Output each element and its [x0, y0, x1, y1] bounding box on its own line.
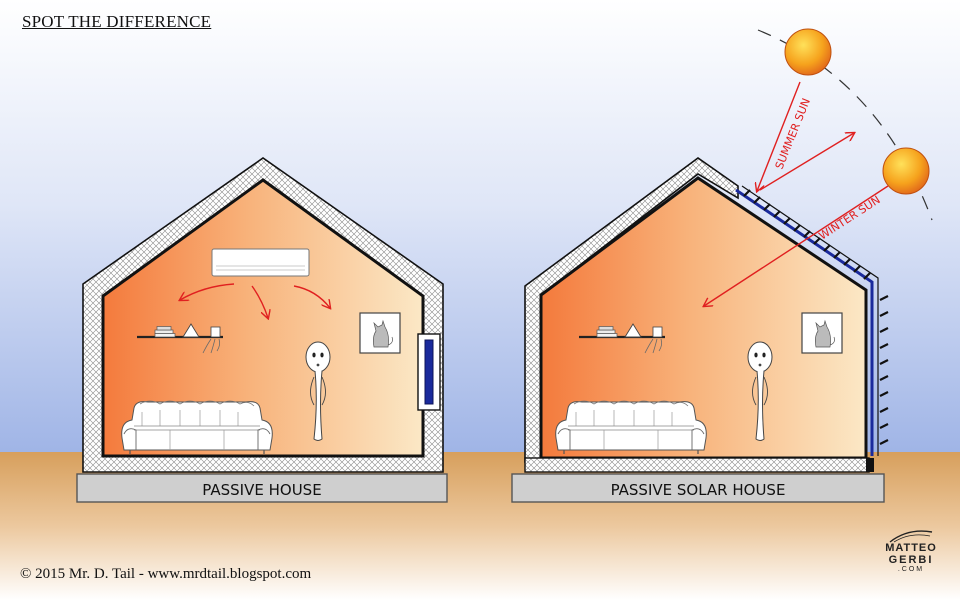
ac-airflow-arrow [293, 285, 330, 308]
summer-sun-ray-reflected [759, 133, 854, 191]
sofa-icon [555, 400, 707, 455]
passive-solar-house: PASSIVE SOLAR HOUSE [511, 157, 889, 503]
winter-sun-ray [704, 185, 889, 306]
summer-sun-icon [784, 28, 832, 76]
house1-window-glass [424, 339, 434, 405]
air-conditioner-icon [211, 248, 310, 277]
house2-glazing-frame [741, 185, 879, 456]
house2-shading-fins [743, 189, 871, 280]
summer-sun-ray-in [757, 81, 801, 191]
logo-line-3: .COM [897, 566, 925, 573]
sofa-icon [121, 400, 273, 455]
cat-picture-icon [801, 312, 843, 354]
house2-foundation [511, 473, 885, 503]
logo-line-1: MATTEO [885, 542, 937, 554]
page-title: SPOT THE DIFFERENCE [22, 12, 212, 31]
logo-swoosh-icon [889, 530, 933, 543]
house2-floor-insulation [524, 457, 870, 473]
house2-interior [539, 176, 868, 460]
brand-logo: MATTEO GERBI .COM [880, 528, 942, 590]
house2-glazing [735, 188, 874, 456]
passive-house: PASSIVE HOUSE [76, 157, 448, 503]
house2-corner-post [866, 458, 874, 472]
copyright-notice: © 2015 Mr. D. Tail - www.mrdtail.blogspo… [20, 566, 312, 582]
winter-sun-icon [882, 147, 930, 195]
house1-foundation [76, 473, 448, 503]
cat-picture-icon [359, 312, 401, 354]
ac-airflow-arrow [251, 285, 268, 318]
house2-wall-shading-fins [879, 295, 889, 445]
ac-airflow-arrow [180, 283, 235, 300]
house1-label: PASSIVE HOUSE [202, 481, 321, 499]
house2-label: PASSIVE SOLAR HOUSE [611, 481, 786, 499]
logo-line-2: GERBI [888, 554, 934, 566]
